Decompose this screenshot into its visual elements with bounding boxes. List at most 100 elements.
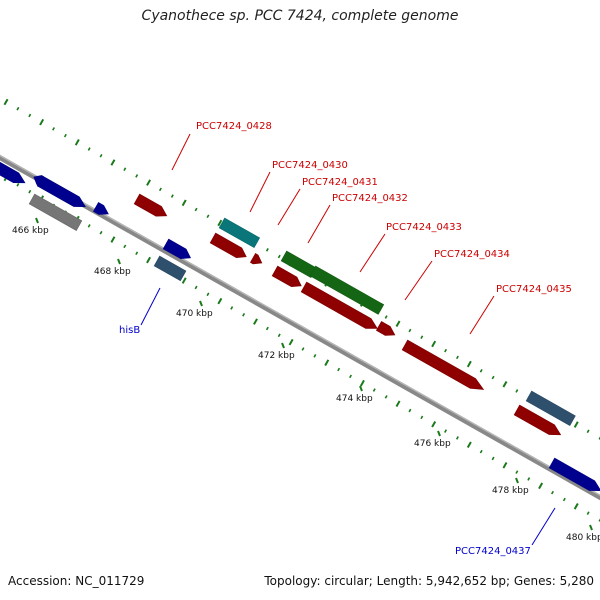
inner-tick-track <box>349 374 353 379</box>
gene-feature-0428[interactable] <box>133 193 168 217</box>
inner-tick-track <box>502 462 508 469</box>
inner-tick-track <box>372 388 376 392</box>
gene-feature-left-blue-1[interactable] <box>0 158 26 184</box>
inner-tick-track <box>337 367 341 372</box>
gene-feature-0434[interactable] <box>300 281 378 329</box>
gene-feature-0431[interactable] <box>209 232 247 259</box>
map-title: Cyanothece sp. PCC 7424, complete genome <box>141 8 459 24</box>
gene-leader-line <box>277 188 301 226</box>
outer-tick-track <box>502 380 508 388</box>
inner-tick-track <box>550 490 554 495</box>
kbp-tick <box>515 477 519 484</box>
inner-tick-track <box>466 441 472 449</box>
inner-tick-track <box>408 408 412 413</box>
kbp-tick <box>359 385 363 392</box>
gene-feature-gray[interactable] <box>28 193 83 231</box>
outer-tick-track <box>194 207 198 212</box>
inner-tick-track <box>301 347 305 351</box>
inner-tick-track <box>16 183 20 187</box>
inner-tick-track <box>110 236 116 243</box>
gene-feature-red-short[interactable] <box>375 321 396 336</box>
kbp-label-468: 468 kbp <box>94 267 131 277</box>
outer-tick-track <box>491 375 495 380</box>
gene-leader-line <box>307 204 331 244</box>
kbp-label-472: 472 kbp <box>258 351 295 361</box>
gene-label-pcc7424_0434[interactable]: PCC7424_0434 <box>434 249 510 260</box>
inner-tick-track <box>573 503 579 510</box>
outer-tick-track <box>573 421 579 428</box>
outer-tick-track <box>217 219 223 227</box>
outer-tick-track <box>158 187 162 192</box>
gene-feature-0430[interactable] <box>218 217 261 249</box>
kbp-label-470: 470 kbp <box>176 309 213 319</box>
gene-label-pcc7424_0435[interactable]: PCC7424_0435 <box>496 284 572 295</box>
kbp-tick <box>35 217 39 224</box>
gene-label-pcc7424_0433[interactable]: PCC7424_0433 <box>386 222 462 233</box>
inner-tick-track <box>598 518 600 522</box>
outer-tick-track <box>384 315 388 319</box>
gene-feature-red-small[interactable] <box>249 253 263 265</box>
gene-label-pcc7424_0432[interactable]: PCC7424_0432 <box>332 193 408 204</box>
outer-tick-track <box>265 248 269 252</box>
gene-label-pcc7424_0437[interactable]: PCC7424_0437 <box>455 546 531 557</box>
gene-leader-line <box>171 133 191 171</box>
inner-tick-track <box>359 379 365 387</box>
kbp-tick <box>281 342 285 349</box>
gene-feature-0432[interactable] <box>280 250 317 279</box>
gene-feature-left-blue-small[interactable] <box>33 175 44 186</box>
outer-tick-track <box>52 127 56 131</box>
outer-tick-track <box>395 320 401 328</box>
gene-feature-0437[interactable] <box>548 457 600 491</box>
gene-feature-left-blue-3[interactable] <box>92 202 109 215</box>
inner-tick-track <box>99 230 103 235</box>
outer-tick-track <box>170 194 174 198</box>
kbp-tick <box>437 430 441 437</box>
gene-feature-0434a[interactable] <box>271 265 302 288</box>
inner-tick-track <box>146 256 152 264</box>
inner-tick-track <box>444 429 448 433</box>
inner-tick-track <box>135 251 139 256</box>
outer-tick-track <box>515 389 519 393</box>
kbp-tick <box>199 300 203 307</box>
kbp-tick <box>589 524 593 531</box>
outer-tick-track <box>277 254 281 259</box>
inner-tick-track <box>562 497 566 502</box>
gene-label-hisb[interactable]: hisB <box>119 325 140 336</box>
inner-tick-track <box>538 482 544 490</box>
kbp-label-478: 478 kbp <box>492 486 529 496</box>
outer-tick-track <box>181 199 187 207</box>
kbp-label-474: 474 kbp <box>336 394 373 404</box>
gene-feature-0436[interactable] <box>525 390 576 426</box>
gene-feature-red-right[interactable] <box>513 404 562 436</box>
accession-text: Accession: NC_011729 <box>8 574 145 588</box>
outer-tick-track <box>16 106 20 111</box>
outer-tick-track <box>431 340 437 348</box>
kbp-label-466: 466 kbp <box>12 226 49 236</box>
gene-feature-0435[interactable] <box>401 339 485 390</box>
inner-tick-track <box>217 297 223 305</box>
kbp-label-476: 476 kbp <box>414 439 451 449</box>
outer-tick-track <box>99 153 103 158</box>
gene-feature-blue-mid[interactable] <box>162 238 192 260</box>
outer-tick-track <box>3 98 9 106</box>
inner-tick-track <box>28 189 32 194</box>
inner-tick-track <box>181 277 187 284</box>
gene-feature-hisB[interactable] <box>153 255 187 282</box>
inner-tick-track <box>194 285 198 290</box>
gene-leader-line <box>404 260 433 301</box>
gene-label-pcc7424_0430[interactable]: PCC7424_0430 <box>272 160 348 171</box>
inner-tick-track <box>455 436 459 440</box>
outer-tick-track <box>479 369 483 373</box>
gene-label-pcc7424_0428[interactable]: PCC7424_0428 <box>196 121 272 132</box>
gene-leader-line <box>359 233 386 273</box>
outer-tick-track <box>408 328 412 333</box>
inner-tick-track <box>313 354 317 358</box>
inner-tick-track <box>384 395 388 399</box>
outer-tick-track <box>123 167 127 171</box>
outer-tick-track <box>455 355 459 360</box>
gene-feature-0433[interactable] <box>309 265 385 315</box>
gene-leader-line <box>531 507 556 546</box>
outer-tick-track <box>87 147 91 151</box>
gene-label-pcc7424_0431[interactable]: PCC7424_0431 <box>302 177 378 188</box>
